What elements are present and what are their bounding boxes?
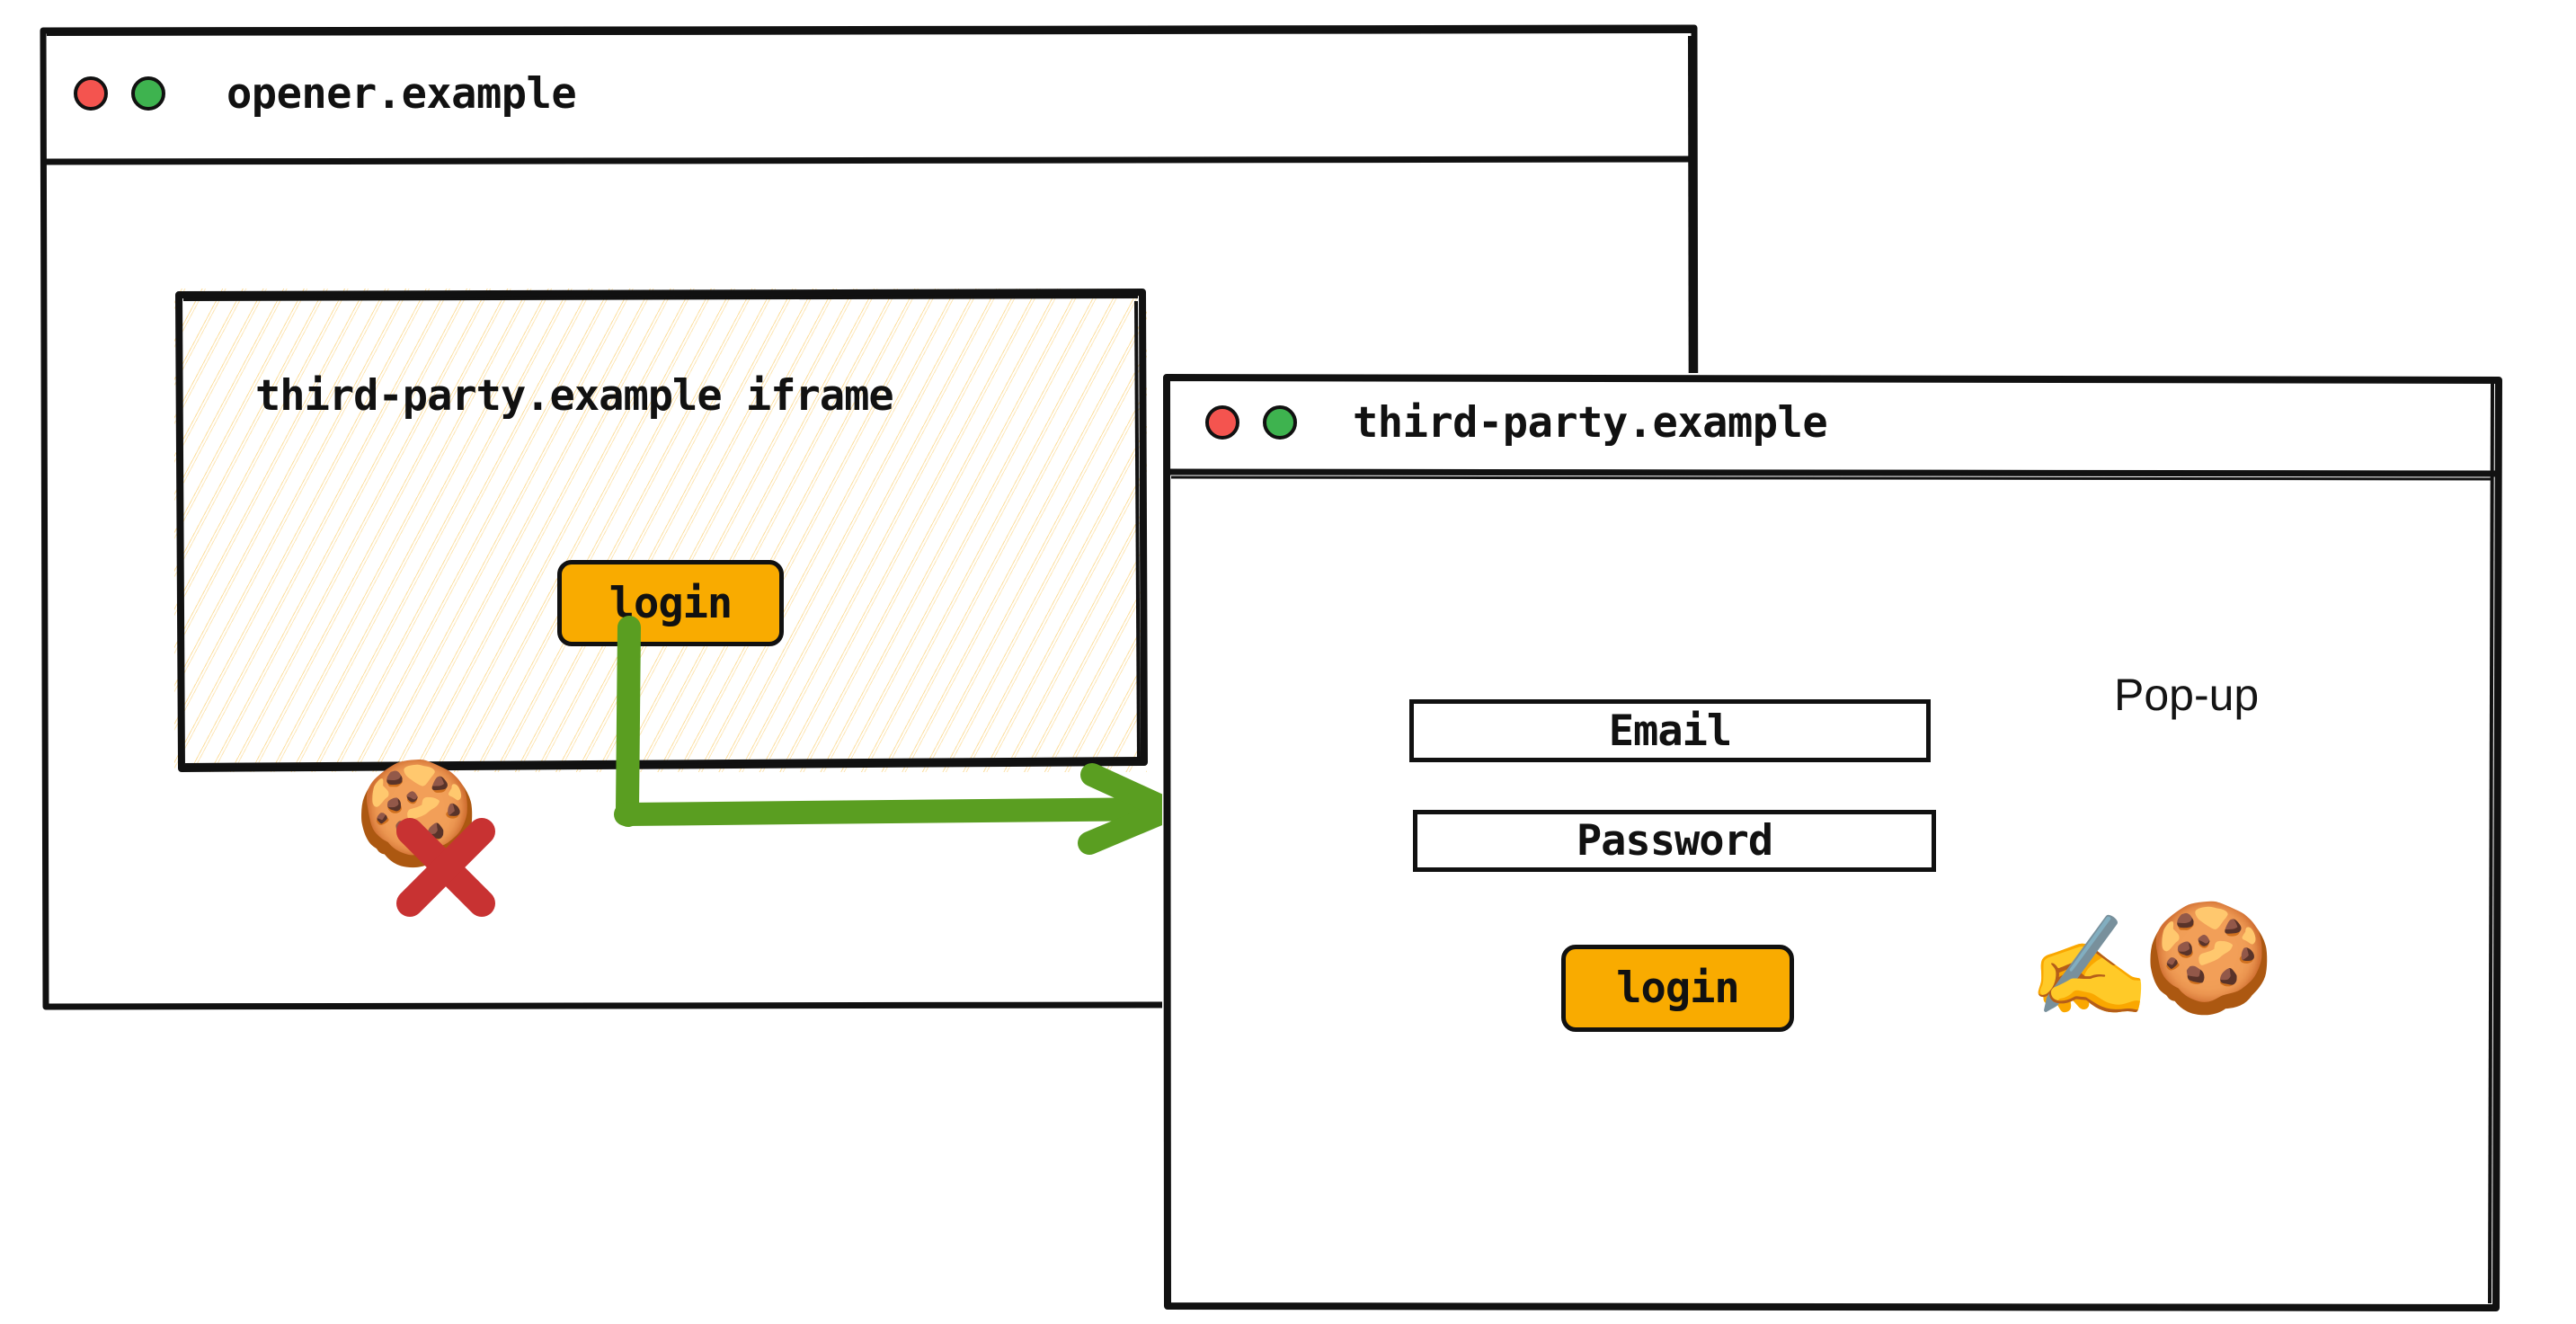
popup-window-title: third-party.example (1353, 397, 1828, 448)
cookie-icon: 🍪 (2143, 895, 2275, 1019)
maximize-window-button[interactable] (131, 76, 165, 111)
third-party-iframe: third-party.example iframe 🍪 (174, 289, 1148, 917)
writing-hand-icon: ✍️ (2028, 909, 2151, 1024)
password-input[interactable]: Password (1413, 810, 1936, 872)
opener-window-title: opener.example (227, 68, 577, 119)
iframe-border (175, 289, 1148, 772)
email-input[interactable]: Email (1409, 699, 1931, 762)
popup-close-window-button[interactable] (1205, 405, 1239, 440)
cookie-write-group: ✍️ 🍪 (2028, 904, 2342, 1039)
blocked-cookie-group: 🍪 (354, 763, 534, 925)
close-window-button[interactable] (74, 76, 108, 111)
popup-login-button[interactable]: login (1561, 945, 1794, 1032)
iframe-login-button[interactable]: login (557, 560, 784, 646)
opener-titlebar: opener.example (40, 25, 1699, 162)
popup-annotation-label: Pop-up (2114, 670, 2260, 720)
popup-titlebar: third-party.example (1162, 373, 2503, 472)
iframe-origin-label: third-party.example iframe (255, 371, 894, 421)
popup-maximize-window-button[interactable] (1263, 405, 1297, 440)
cookie-blocked-cross-icon (396, 818, 495, 917)
